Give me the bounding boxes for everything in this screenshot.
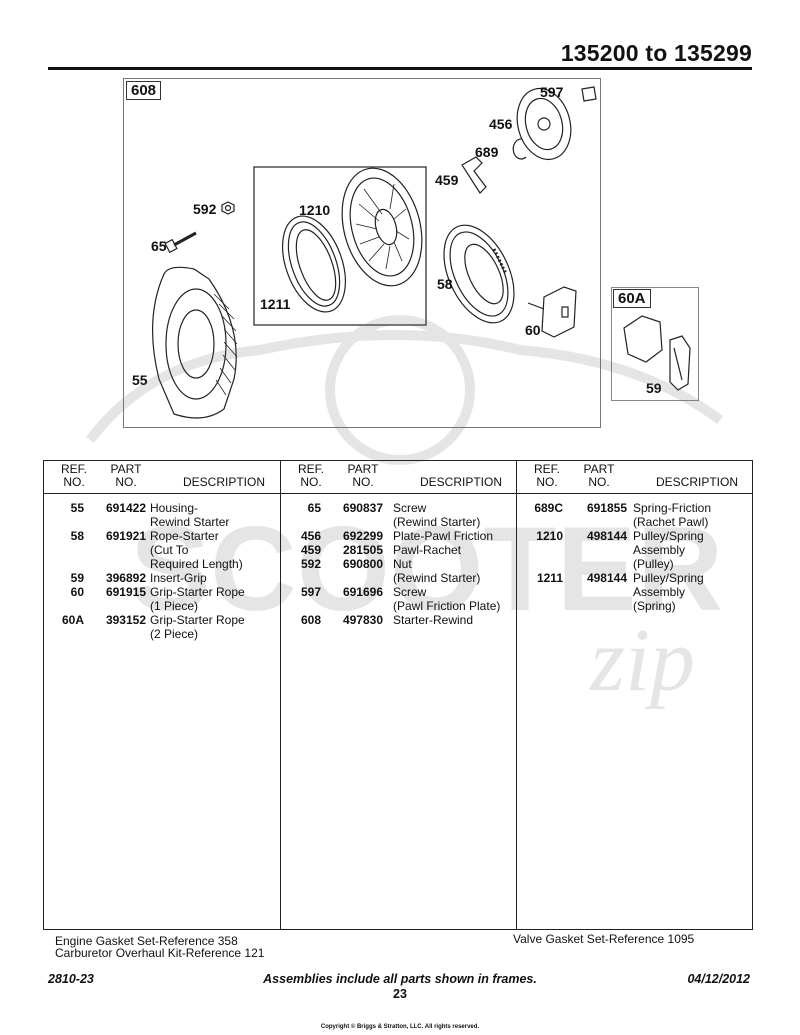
table-header: REF. NO. PART NO. DESCRIPTION: [44, 463, 280, 493]
callout-597: 597: [540, 84, 564, 100]
callout-58: 58: [437, 276, 453, 292]
diagram-artwork: [151, 86, 597, 419]
grip-60a-artwork: [623, 315, 691, 391]
callout-60: 60: [525, 322, 541, 338]
callout-55: 55: [132, 372, 148, 388]
spring-drawing: [282, 215, 346, 313]
document-id: 2810-23: [48, 972, 94, 986]
callout-459: 459: [435, 172, 459, 188]
pulley-drawing: [341, 167, 423, 287]
carburetor-note: Carburetor Overhaul Kit-Reference 121: [55, 946, 265, 960]
header-part: PART NO.: [110, 462, 142, 489]
assemblies-note: Assemblies include all parts shown in fr…: [263, 972, 537, 986]
callout-1211: 1211: [260, 296, 291, 312]
screw-drawing: [173, 231, 197, 247]
callout-59: 59: [646, 380, 662, 396]
frame-tag-60a: 60A: [613, 289, 651, 308]
callout-65: 65: [151, 238, 167, 254]
nut-drawing: [221, 201, 235, 215]
grip-drawing: [541, 286, 577, 338]
gasket-note: Engine Gasket Set-Reference 358: [55, 934, 238, 948]
copyright: Copyright © Briggs & Stratton, LLC. All …: [320, 1024, 480, 1030]
callout-1210: 1210: [299, 202, 331, 218]
parts-diagram: 608 597 456 689 459 592 1210 65 58 1211 …: [123, 78, 601, 428]
frame-tag-608: 608: [126, 81, 162, 100]
page-number: 23: [393, 987, 407, 1001]
header-ref: REF. NO.: [297, 462, 324, 489]
plate-screw-drawing: [581, 86, 597, 102]
title-rule: [48, 67, 752, 70]
pawl-drawing: [461, 156, 487, 194]
header-ref: REF. NO.: [60, 462, 87, 489]
document-date: 04/12/2012: [687, 972, 750, 986]
housing-drawing: [151, 266, 237, 419]
pulley-frame: [253, 166, 427, 326]
header-description: DESCRIPTION: [419, 475, 502, 489]
callout-689: 689: [475, 144, 499, 160]
rope-drawing: [443, 224, 515, 324]
header-description: DESCRIPTION: [182, 475, 265, 489]
header-description: DESCRIPTION: [655, 475, 738, 489]
table-header: REF. NO. PART NO. DESCRIPTION: [281, 463, 517, 493]
plate-drawing: [516, 87, 572, 161]
grip-60a-frame: 60A 59: [611, 287, 699, 401]
callout-592: 592: [193, 201, 217, 217]
friction-spring-drawing: [512, 138, 527, 160]
table-header: REF. NO. PART NO. DESCRIPTION: [517, 463, 753, 493]
header-part: PART NO.: [583, 462, 615, 489]
page-title: 135200 to 135299: [560, 40, 752, 66]
header-ref: REF. NO.: [533, 462, 560, 489]
header-part: PART NO.: [347, 462, 379, 489]
callout-456: 456: [489, 116, 513, 132]
valve-note: Valve Gasket Set-Reference 1095: [513, 932, 695, 946]
